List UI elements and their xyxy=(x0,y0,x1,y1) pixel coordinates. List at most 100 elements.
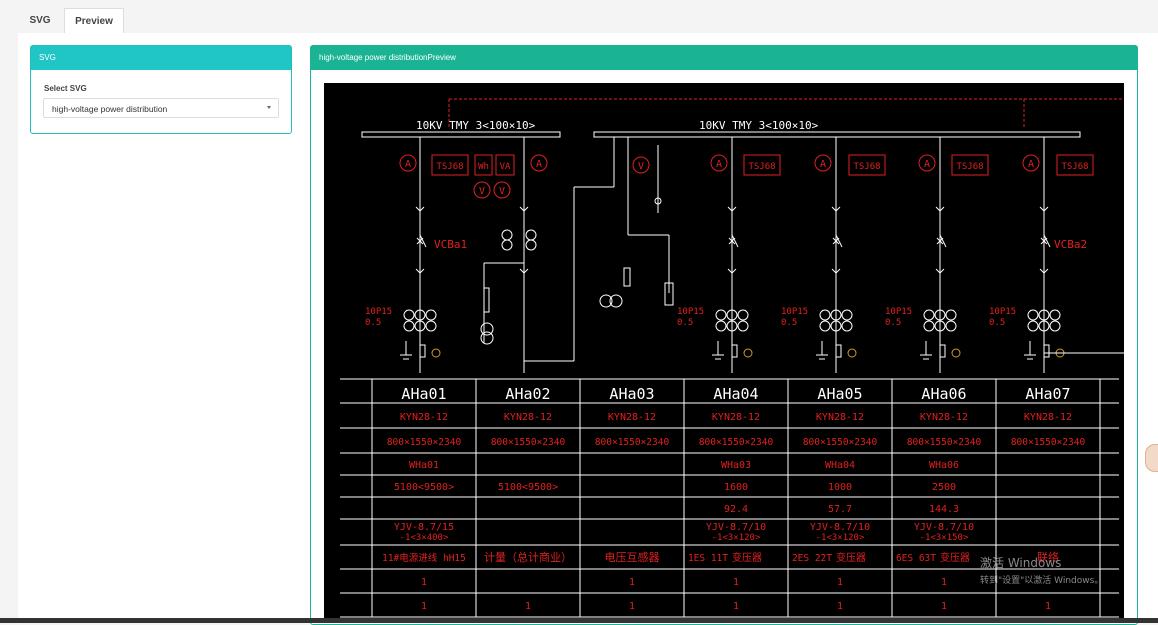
breaker-x xyxy=(416,237,424,245)
ct-ring xyxy=(841,309,853,321)
pt-ring xyxy=(525,229,537,241)
tab-content: SVG Select SVG high-voltage power distri… xyxy=(18,33,1158,625)
ct-rating-top: 10P15 xyxy=(989,307,1016,317)
cell-name-type: 变压器 xyxy=(940,551,970,564)
cell-code: WHa01 xyxy=(409,460,439,471)
watermark-line-1: 激活 Windows xyxy=(980,556,1062,570)
voltmeter-letter: V xyxy=(638,161,644,172)
breaker-blade xyxy=(731,234,739,248)
contact xyxy=(939,206,945,212)
ammeter-letter: A xyxy=(820,159,826,170)
indicator-lamp xyxy=(951,348,961,358)
cell-rating: 5100<9500> xyxy=(394,482,454,493)
contact xyxy=(935,268,941,274)
meter-box xyxy=(848,154,886,176)
contact xyxy=(835,268,841,274)
ct-ring xyxy=(1049,320,1061,332)
cell-name: 1ES 11T xyxy=(688,553,728,564)
breaker-x xyxy=(1040,237,1048,245)
tab-preview[interactable]: Preview xyxy=(64,8,124,34)
ct-ring xyxy=(726,309,738,321)
cell-dimensions: 800×1550×2340 xyxy=(491,437,566,448)
ct-ring xyxy=(934,320,946,332)
meter-label: TSJ68 xyxy=(853,162,880,172)
cell-qty: 1 xyxy=(837,601,843,612)
pt-node xyxy=(654,197,662,205)
breaker-label-left: VCBa1 xyxy=(434,238,467,251)
contact xyxy=(415,268,421,274)
ammeter-symbol xyxy=(814,154,832,172)
meter-label: TSJ68 xyxy=(1061,162,1088,172)
meter-wh-label: Wh xyxy=(478,162,489,172)
ct-ring xyxy=(945,309,957,321)
cell-name-type: 变压器 xyxy=(836,551,866,564)
cell-qty: 1 xyxy=(733,601,739,612)
column-header: AHa01 xyxy=(401,385,446,403)
taskbar-edge xyxy=(0,618,1158,623)
column-header: AHa06 xyxy=(921,385,966,403)
ct-ring xyxy=(726,320,738,332)
preview-panel: high-voltage power distributionPreview 1… xyxy=(310,45,1138,625)
ammeter-symbol xyxy=(918,154,936,172)
contact xyxy=(939,268,945,274)
assistant-avatar-icon[interactable] xyxy=(1145,444,1158,472)
fuse xyxy=(623,267,631,287)
meter-label: TSJ68 xyxy=(748,162,775,172)
voltmeter-symbol xyxy=(493,181,511,199)
meter-box-va xyxy=(495,154,515,176)
indicator-lamp xyxy=(431,348,441,358)
ct-rating-bottom: 0.5 xyxy=(677,318,693,328)
ammeter-symbol xyxy=(1022,154,1040,172)
indicator-lamp xyxy=(847,348,857,358)
arrester xyxy=(664,282,674,306)
arrester xyxy=(939,344,946,358)
breaker-x xyxy=(936,237,944,245)
ct-ring xyxy=(737,320,749,332)
cell-name: 6ES 63T xyxy=(896,553,936,564)
cell-model: KYN28-12 xyxy=(400,412,448,423)
cell-cable-size: -1<3×120> xyxy=(816,533,865,543)
contact xyxy=(419,268,425,274)
cell-qty: 1 xyxy=(629,601,635,612)
cell-name: 2ES 22T xyxy=(792,553,832,564)
chevron-down-icon xyxy=(267,106,271,109)
cell-model: KYN28-12 xyxy=(712,412,760,423)
ct-ring xyxy=(414,309,426,321)
ammeter-letter: A xyxy=(536,159,542,170)
ct-ring xyxy=(1027,320,1039,332)
cell-dimensions: 800×1550×2340 xyxy=(595,437,670,448)
column-header: AHa05 xyxy=(817,385,862,403)
column-header: AHa03 xyxy=(609,385,654,403)
contact xyxy=(523,206,529,212)
ct-ring xyxy=(819,309,831,321)
diagram-canvas: 10KV TMY 3<100×10>10KV TMY 3<100×10>TSJ6… xyxy=(324,83,1124,623)
indicator-lamp xyxy=(743,348,753,358)
meter-box xyxy=(951,154,989,176)
watermark-line-2: 转到"设置"以激活 Windows。 xyxy=(980,576,1104,586)
cell-rating: 1000 xyxy=(828,482,852,493)
cell-current: 92.4 xyxy=(724,504,748,515)
cell-code: WHa06 xyxy=(929,460,959,471)
cell-model: KYN28-12 xyxy=(1024,412,1072,423)
cell-rating: 2500 xyxy=(932,482,956,493)
svg-select[interactable]: high-voltage power distribution xyxy=(43,98,279,118)
ct-rating-top: 10P15 xyxy=(781,307,808,317)
cell-cable-size: -1<3×150> xyxy=(920,533,969,543)
ct-rating-top: 10P15 xyxy=(885,307,912,317)
cell-qty: 1 xyxy=(421,577,427,588)
tab-svg[interactable]: SVG xyxy=(29,15,51,26)
cell-code: WHa04 xyxy=(825,460,855,471)
contact xyxy=(935,206,941,212)
ct-ring xyxy=(1038,309,1050,321)
voltmeter-letter: V xyxy=(499,186,505,197)
cell-qty: 1 xyxy=(421,601,427,612)
ct-rating-bottom: 0.5 xyxy=(989,318,1005,328)
contact xyxy=(419,206,425,212)
cell-name-type: 电压互感器 xyxy=(605,551,660,564)
contact xyxy=(415,206,421,212)
ct-ring xyxy=(425,320,437,332)
ammeter-symbol xyxy=(399,154,417,172)
ammeter-letter: A xyxy=(924,159,930,170)
contact xyxy=(831,268,837,274)
cell-model: KYN28-12 xyxy=(608,412,656,423)
